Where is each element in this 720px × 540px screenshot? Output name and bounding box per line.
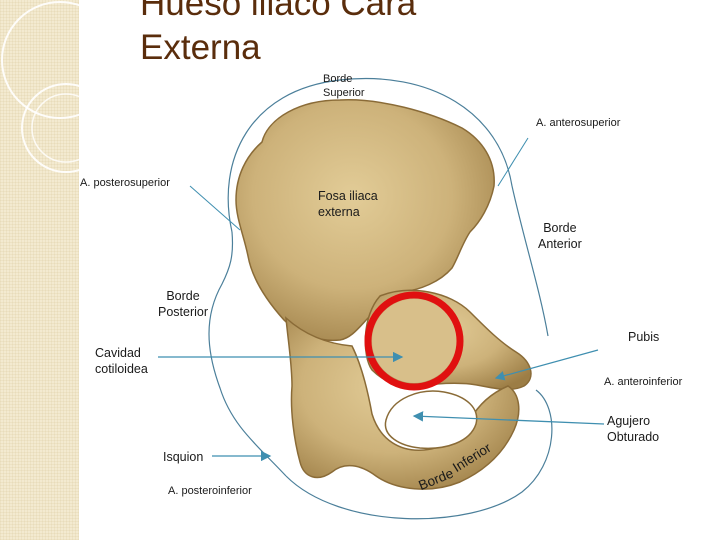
leader-agujero [412,411,605,425]
iliac-wing [235,99,495,342]
decorative-side-strip [0,0,79,540]
ischium-region [285,316,520,490]
outline-borde-inferior [285,389,553,520]
outline-borde-anterior [511,185,549,337]
label-agujero-obturado: Agujero Obturado [607,414,660,444]
label-cavidad-cotiloidea: Cavidad cotiloidea [95,346,148,376]
slide-title: Hueso iliaco Cara Externa [140,0,416,70]
slide-title-line2: Externa [140,28,261,67]
outline-borde-superior [227,78,513,233]
label-anterosuperior: A. anterosuperior [536,117,621,129]
leader-posterosuperior [189,185,241,231]
slide-title-line1: Hueso iliaco Cara [140,0,417,23]
label-fosa-iliaca: Fosa iliaca externa [318,189,378,219]
label-posteroinferior: A. posteroinferior [168,485,252,497]
outline-borde-posterior [208,231,287,477]
label-borde-superior: Borde Superior [323,73,365,99]
label-pubis: Pubis [628,330,660,344]
acetabulum-ring [364,291,464,391]
acetabulum-fossa [372,299,456,383]
label-borde-posterior: Borde Posterior [158,289,209,319]
leader-anterosuperior [497,137,529,187]
label-anteroinferior: A. anteroinferior [604,376,683,388]
obturator-foramen [384,390,478,450]
label-borde-anterior: Borde Anterior [538,221,582,251]
leader-pubis [494,349,599,381]
label-isquion: Isquion [163,450,204,464]
decorative-circles [1,1,119,173]
label-posterosuperior: A. posterosuperior [80,177,170,189]
